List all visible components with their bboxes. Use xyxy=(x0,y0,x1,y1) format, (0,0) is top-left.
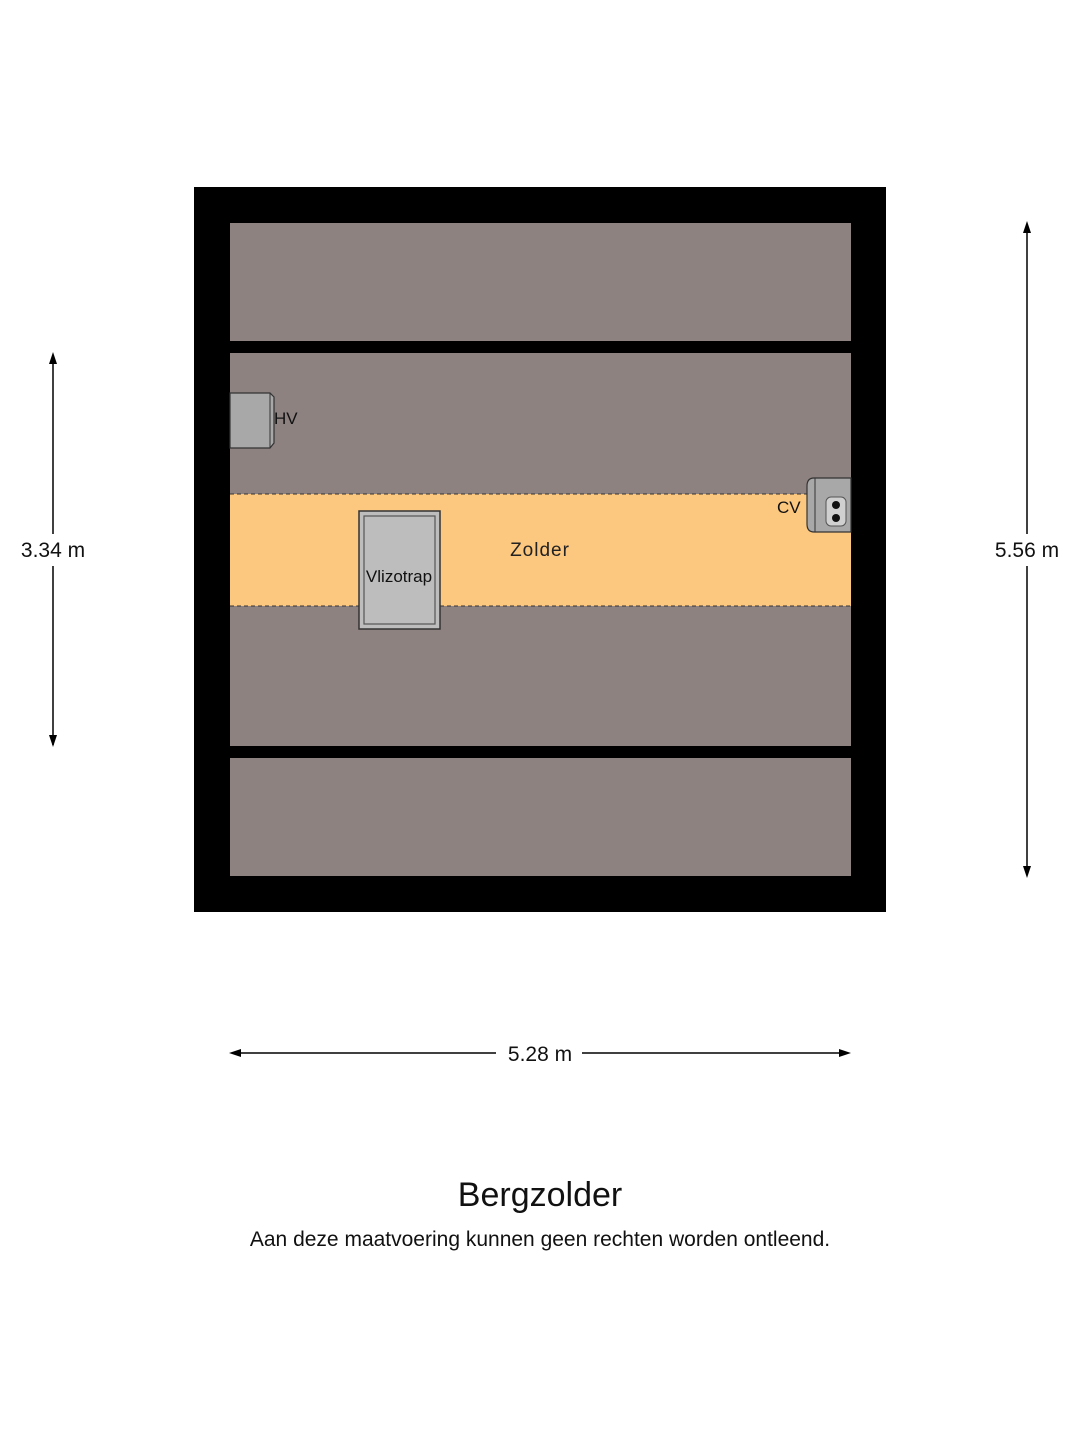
cv-pipe-top xyxy=(832,501,840,509)
disclaimer: Aan deze maatvoering kunnen geen rechten… xyxy=(249,1228,831,1251)
dimension-bottom-arrow-right xyxy=(839,1049,851,1057)
roof-slope-bottom xyxy=(230,758,851,876)
roof-slope-lower xyxy=(230,606,851,746)
dimension-right-arrow-bottom xyxy=(1023,866,1031,878)
attic-hatch-icon xyxy=(358,510,441,630)
cv-label: CV xyxy=(777,498,801,517)
cv-pipe-bottom xyxy=(832,514,840,522)
hv-label: HV xyxy=(274,409,298,428)
dimension-left-arrow-bottom xyxy=(49,735,57,747)
floor-title: Bergzolder xyxy=(457,1176,623,1214)
room-zolder xyxy=(230,494,851,606)
dimension-right-label: 5.56 m xyxy=(995,539,1059,562)
hatch-label: Vlizotrap xyxy=(366,567,432,586)
attic-hatch-inner xyxy=(363,515,436,625)
cv-unit-panel xyxy=(825,496,847,527)
dimension-bottom-arrow-left xyxy=(229,1049,241,1057)
dimension-bottom-label: 5.28 m xyxy=(508,1043,572,1066)
hv-unit-icon xyxy=(229,392,275,449)
roof-slope-top xyxy=(230,223,851,341)
dimension-right-arrow-top xyxy=(1023,221,1031,233)
room-label-zolder: Zolder xyxy=(510,540,570,561)
dimension-left-label: 3.34 m xyxy=(21,539,85,562)
dimension-left-arrow-top xyxy=(49,352,57,364)
roof-slope-upper xyxy=(230,353,851,494)
